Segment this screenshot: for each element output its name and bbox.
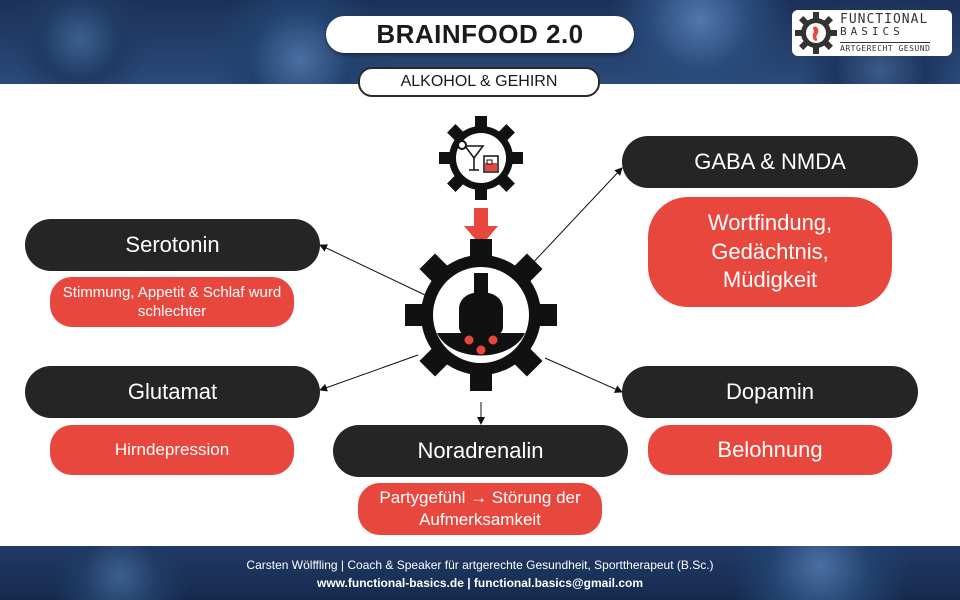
page-title: BRAINFOOD 2.0	[326, 16, 634, 53]
logo-tagline: ARTGERECHT GESUND	[840, 42, 931, 53]
effect-glutamat: Hirndepression	[50, 425, 294, 475]
footer-author: Carsten Wölffling | Coach & Speaker für …	[246, 558, 714, 572]
brand-logo: FUNCTIONAL BASICS ARTGERECHT GESUND	[792, 10, 952, 56]
node-glutamat: Glutamat	[25, 366, 320, 418]
logo-line-2: BASICS	[840, 25, 904, 38]
arrow-to-serotonin	[319, 244, 426, 296]
effect-noradrenalin: Partygefühl → Störung der Aufmerksamkeit	[358, 483, 602, 535]
arrow-to-glutamat	[319, 354, 419, 392]
brain-gear-icon	[405, 239, 557, 391]
arrow-to-gaba-nmda	[527, 167, 623, 269]
node-dopamin: Dopamin	[622, 366, 918, 418]
effect-gaba-nmda: Wortfindung, Gedächtnis, Müdigkeit	[648, 197, 892, 307]
red-down-arrow-icon	[464, 208, 498, 246]
gear-logo-icon	[795, 12, 837, 54]
footer-contact: www.functional-basics.de | functional.ba…	[316, 576, 643, 590]
node-noradrenalin: Noradrenalin	[333, 425, 628, 477]
effect-dopamin: Belohnung	[648, 425, 892, 475]
page-subtitle: ALKOHOL & GEHIRN	[358, 67, 600, 97]
alcohol-gear-icon	[439, 116, 523, 200]
logo-line-1: FUNCTIONAL	[840, 12, 929, 27]
node-serotonin: Serotonin	[25, 219, 320, 271]
arrow-to-dopamin	[544, 357, 623, 393]
footer-background	[0, 546, 960, 600]
effect-serotonin: Stimmung, Appetit & Schlaf wurd schlecht…	[50, 277, 294, 327]
node-gaba-nmda: GABA & NMDA	[622, 136, 918, 188]
